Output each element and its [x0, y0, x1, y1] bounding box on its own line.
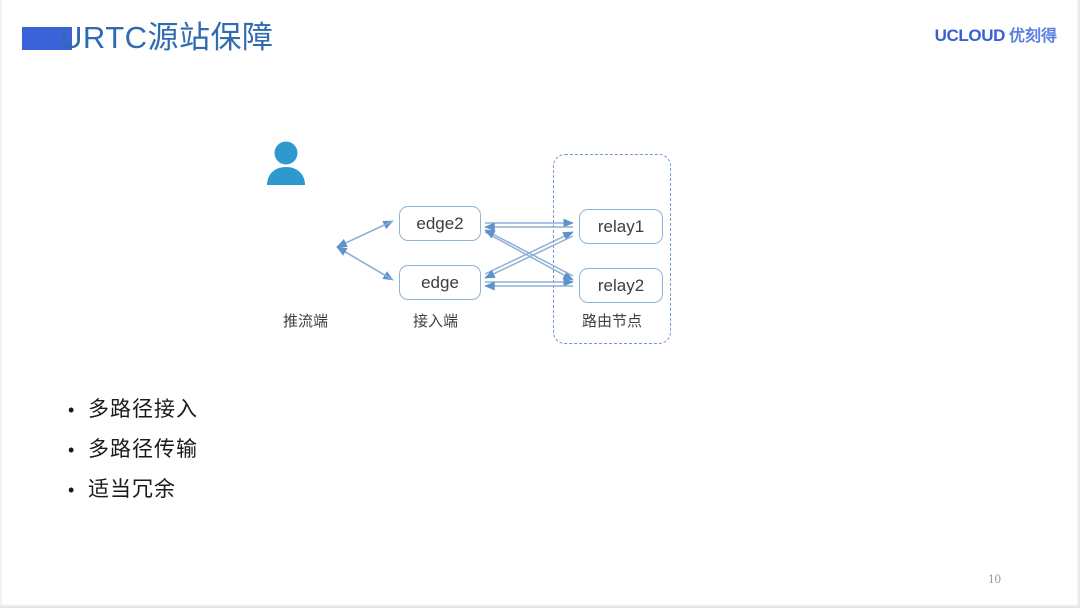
bullet-text: 多路径接入 [88, 398, 198, 421]
bullet-marker-icon: • [68, 400, 75, 420]
bullet-marker-icon: • [68, 480, 75, 500]
list-item: • 多路径传输 [68, 430, 488, 470]
architecture-diagram: edge2 edge relay1 relay2 推流端 接入端 路由节点 [265, 140, 705, 355]
slide-frame-right-edge [1077, 0, 1079, 607]
page-number: 10 [988, 571, 1001, 586]
brand-name-cn: 优刻得 [1008, 28, 1057, 45]
title-accent-bar [22, 27, 72, 50]
diagram-connectors [336, 218, 574, 291]
caption-access: 接入端 [413, 313, 459, 330]
bullet-text: 适当冗余 [88, 478, 176, 501]
slide-frame-bottom-edge [0, 605, 1079, 607]
ucloud-logo: UCLOUD 优刻得 [935, 22, 1057, 46]
feature-bullet-list: • 多路径接入 • 多路径传输 • 适当冗余 [68, 390, 488, 510]
user-person-icon [267, 141, 305, 185]
list-item: • 多路径接入 [68, 390, 488, 430]
route-node-group-box [553, 154, 671, 344]
bullet-marker-icon: • [68, 440, 75, 460]
node-edge2[interactable]: edge2 [399, 206, 481, 241]
brand-name-en: UCLOUD [934, 26, 1006, 45]
bullet-text: 多路径传输 [88, 438, 198, 461]
caption-publisher: 推流端 [283, 313, 329, 330]
slide-frame-left-edge [0, 0, 2, 607]
node-edge[interactable]: edge [399, 265, 481, 300]
list-item: • 适当冗余 [68, 470, 488, 510]
node-relay1[interactable]: relay1 [579, 209, 663, 244]
caption-route-node-group: 路由节点 [581, 313, 642, 330]
page-title: URTC源站保障 [60, 20, 274, 55]
node-relay2[interactable]: relay2 [579, 268, 663, 303]
